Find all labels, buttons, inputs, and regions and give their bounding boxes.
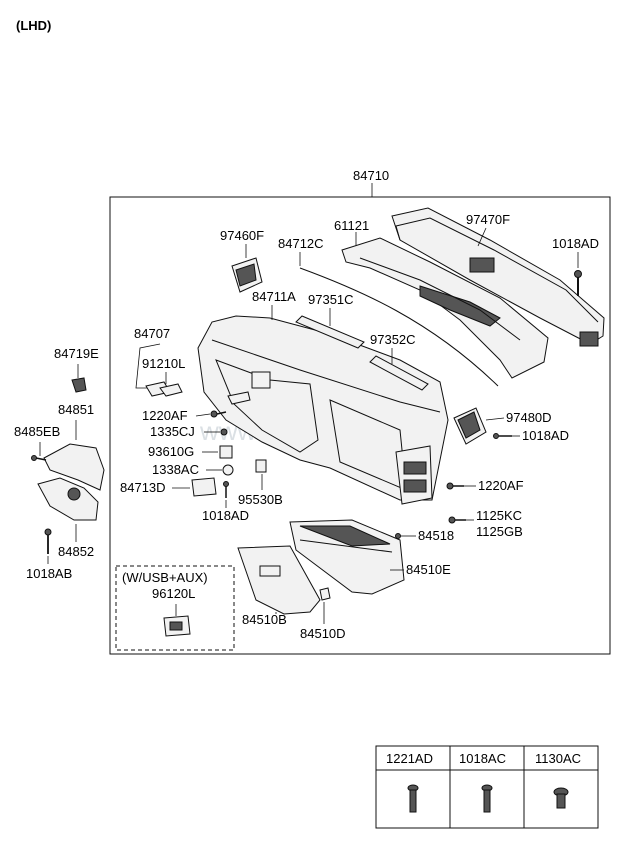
label-95530B: 95530B bbox=[238, 492, 283, 507]
label-61121: 61121 bbox=[334, 218, 369, 233]
label-84518: 84518 bbox=[418, 528, 454, 543]
label-96120L: 96120L bbox=[152, 586, 195, 601]
label-1018AD-top: 1018AD bbox=[552, 236, 599, 251]
label-1338AC: 1338AC bbox=[152, 462, 199, 477]
leader-97470F bbox=[477, 227, 487, 247]
screw-1018AC-icon bbox=[481, 784, 493, 813]
label-1220AF-left: 1220AF bbox=[142, 408, 188, 423]
defroster-nozzle-61121 bbox=[341, 237, 549, 379]
air-duct-97470F bbox=[391, 207, 605, 347]
label-84510E: 84510E bbox=[406, 562, 451, 577]
bolt-1220AF-left bbox=[210, 410, 227, 418]
label-97351C: 97351C bbox=[308, 292, 354, 307]
label-84719E: 84719E bbox=[54, 346, 99, 361]
variant-label: (LHD) bbox=[16, 18, 51, 33]
lock-cylinder-icon bbox=[67, 487, 81, 501]
glove-box-door-84510B bbox=[237, 545, 321, 615]
table-header-2: 1018AC bbox=[459, 751, 506, 766]
label-84713D: 84713D bbox=[120, 480, 166, 495]
label-84712C: 84712C bbox=[278, 236, 324, 251]
label-1018AB: 1018AB bbox=[26, 566, 72, 581]
label-84510B: 84510B bbox=[242, 612, 287, 627]
clip-84719E bbox=[71, 377, 87, 393]
label-1125KC: 1125KC bbox=[476, 508, 522, 523]
bumper-84518 bbox=[395, 533, 401, 539]
label-1125GB: 1125GB bbox=[476, 524, 523, 539]
label-84707: 84707 bbox=[134, 326, 170, 341]
table-header-1: 1221AD bbox=[386, 751, 433, 766]
label-91210L: 91210L bbox=[142, 356, 185, 371]
table-header-3: 1130AC bbox=[535, 751, 581, 766]
label-8485EB: 8485EB bbox=[14, 424, 60, 439]
cover-91210L bbox=[159, 383, 183, 397]
bracket-84707 bbox=[227, 391, 251, 405]
grille-97352C bbox=[369, 355, 429, 391]
leader-97480D bbox=[485, 417, 505, 421]
glove-box-housing-84510E bbox=[289, 519, 405, 595]
label-84710: 84710 bbox=[353, 168, 389, 183]
stopper-84510D bbox=[319, 587, 331, 601]
bolt-1125KC bbox=[448, 516, 466, 524]
label-97460F: 97460F bbox=[220, 228, 264, 243]
label-84510D: 84510D bbox=[300, 626, 346, 641]
upper-shroud-84851 bbox=[43, 443, 105, 491]
connector-95530B bbox=[255, 459, 267, 473]
label-1018AD-right: 1018AD bbox=[522, 428, 569, 443]
side-vent-97460F bbox=[231, 257, 263, 293]
label-usb-aux: (W/USB+AUX) bbox=[122, 570, 208, 585]
bolt-1018AD-right bbox=[493, 433, 512, 439]
bolt-1220AF-right bbox=[446, 482, 464, 490]
screw-1221AD-icon bbox=[407, 784, 419, 813]
label-97470F: 97470F bbox=[466, 212, 510, 227]
label-1220AF-right: 1220AF bbox=[478, 478, 524, 493]
label-97480D: 97480D bbox=[506, 410, 552, 425]
clip-1338AC bbox=[222, 464, 234, 476]
label-84851: 84851 bbox=[58, 402, 94, 417]
label-1335CJ: 1335CJ bbox=[150, 424, 195, 439]
screw-1018AB bbox=[44, 528, 52, 554]
label-1018AD-left: 1018AD bbox=[202, 508, 249, 523]
lower-shroud-84852 bbox=[37, 477, 99, 521]
switch-93610G bbox=[219, 445, 233, 459]
label-97352C: 97352C bbox=[370, 332, 416, 347]
bracket-84713D bbox=[191, 477, 217, 497]
bolt-1018AD-left bbox=[223, 481, 229, 498]
label-84852: 84852 bbox=[58, 544, 94, 559]
usb-jack-96120L bbox=[163, 615, 191, 637]
bolt-1130AC-icon bbox=[553, 787, 569, 809]
label-93610G: 93610G bbox=[148, 444, 194, 459]
assembly-frame bbox=[109, 196, 611, 655]
bolt-1018AD-top bbox=[574, 270, 582, 296]
screw-8485EB bbox=[31, 455, 47, 461]
grille-97351C bbox=[295, 315, 365, 349]
center-vent-97480D bbox=[453, 407, 487, 445]
molding-84712C bbox=[299, 267, 499, 387]
leader-1220AF-left bbox=[195, 413, 211, 417]
leader-84707 bbox=[135, 343, 161, 389]
usb-aux-option-box bbox=[115, 565, 235, 651]
label-84711A: 84711A bbox=[252, 289, 296, 304]
fastener-table: 1221AD 1018AC 1130AC bbox=[375, 745, 599, 829]
clip-1335CJ bbox=[220, 428, 228, 436]
